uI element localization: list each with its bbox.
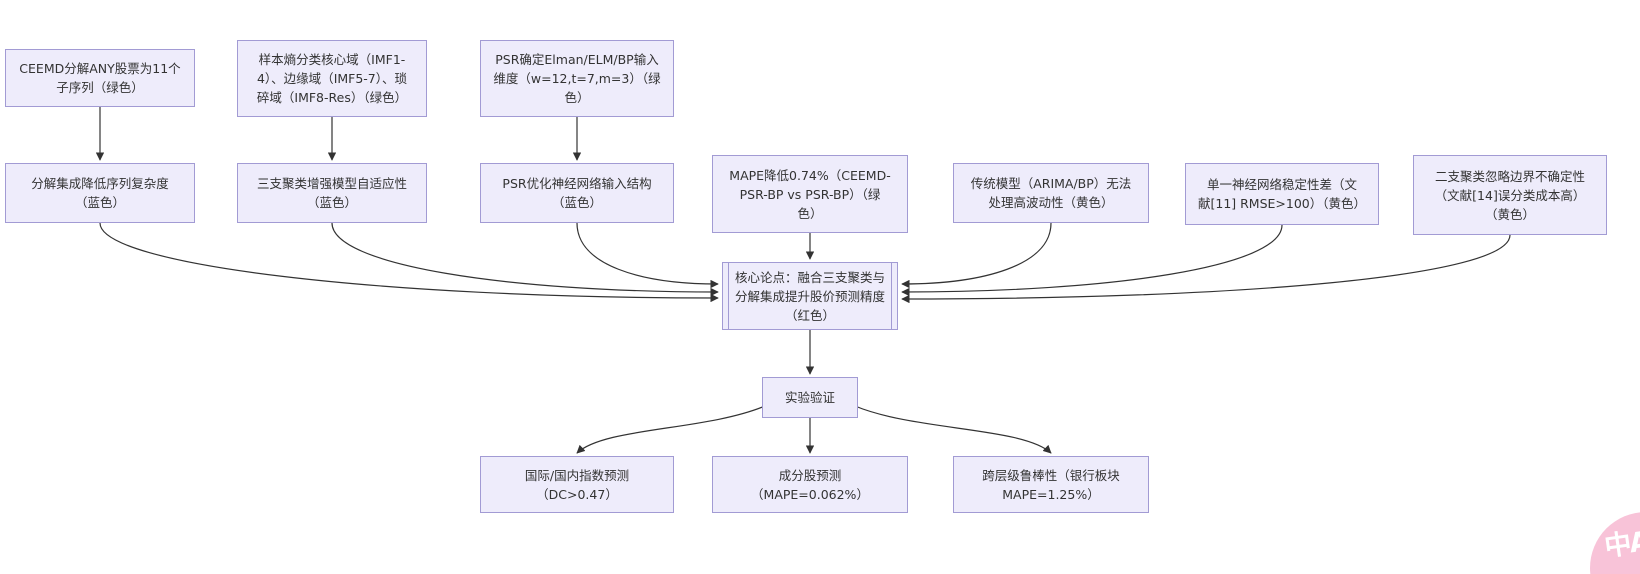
node-single-nn-unstable: 单一神经网络稳定性差（文献[11] RMSE>100）（黄色） — [1185, 163, 1379, 225]
node-mape-reduction: MAPE降低0.74%（CEEMD- PSR-BP vs PSR-BP）（绿色） — [712, 155, 908, 233]
node-line: 维度（w=12,t=7,m=3）（绿 — [493, 71, 661, 86]
node-line: 色） — [564, 90, 590, 105]
node-line: 色） — [797, 205, 823, 221]
node-line: PSR优化神经网络输入结构 — [502, 176, 652, 191]
node-stock-prediction: 成分股预测 （MAPE=0.062%） — [712, 456, 908, 513]
node-line: 实验验证 — [784, 390, 835, 405]
edge-exp-to-index-pred — [576, 405, 766, 454]
edge-arima-to-core — [901, 222, 1052, 289]
node-line: （文献[14]误分类成本高） — [1434, 187, 1586, 203]
node-line: （DC>0.47） — [536, 486, 618, 502]
node-line: 传统模型（ARIMA/BP）无法 — [970, 176, 1132, 191]
node-cross-level-robust: 跨层级鲁棒性（银行板块 MAPE=1.25%） — [953, 456, 1149, 513]
node-line: 4）、边缘域（IMF5-7）、琐 — [256, 71, 408, 86]
edge-three-way-to-core — [331, 222, 719, 297]
edge-exp-to-robust — [854, 405, 1052, 454]
node-psr-optimize: PSR优化神经网络输入结构 （蓝色） — [480, 163, 674, 223]
node-line: 分解集成降低序列复杂度 — [31, 176, 169, 191]
node-line: 处理高波动性（黄色） — [988, 195, 1114, 210]
watermark-text: 中A — [1602, 526, 1640, 563]
node-ceemd-decompose: CEEMD分解ANY股票为11个子序列（绿色） — [5, 49, 195, 107]
node-line: PSR-BP vs PSR-BP）（绿 — [739, 186, 881, 202]
edge-two-way-to-core — [901, 234, 1511, 304]
node-line: 碎域（IMF8-Res）（绿色） — [256, 90, 408, 105]
node-line: 单一神经网络稳定性差（文 — [1206, 177, 1357, 192]
node-line: （黄色） — [1484, 206, 1535, 222]
node-line: 样本熵分类核心域（IMF1- — [258, 52, 406, 67]
node-two-way-cluster: 二支聚类忽略边界不确定性 （文献[14]误分类成本高） （黄色） — [1413, 155, 1607, 235]
node-core-thesis: 核心论点：融合三支聚类与分解集成提升股价预测精度 （红色） — [722, 262, 898, 330]
node-line: （红色） — [784, 307, 835, 323]
node-line: 三支聚类增强模型自适应性 — [256, 176, 407, 191]
node-traditional-model: 传统模型（ARIMA/BP）无法处理高波动性（黄色） — [953, 163, 1149, 223]
node-line: 核心论点：融合三支聚类与 — [734, 269, 885, 285]
node-line: （蓝色） — [74, 195, 125, 210]
node-line: 成分股预测 — [778, 467, 842, 483]
node-psr-input-dim: PSR确定Elman/ELM/BP输入维度（w=12,t=7,m=3）（绿色） — [480, 40, 674, 117]
node-line: CEEMD分解ANY股票为11个 — [19, 61, 181, 76]
node-line: 跨层级鲁棒性（银行板块 — [982, 467, 1120, 483]
node-line: PSR确定Elman/ELM/BP输入 — [495, 52, 659, 67]
node-line: 二支聚类忽略边界不确定性 — [1434, 168, 1585, 184]
node-line: 国际/国内指数预测 — [524, 467, 630, 483]
node-line: 分解集成提升股价预测精度 — [734, 288, 885, 304]
node-line: （蓝色） — [551, 195, 602, 210]
node-line: MAPE降低0.74%（CEEMD- — [729, 167, 891, 183]
node-line: 献[11] RMSE>100）（黄色） — [1197, 196, 1367, 211]
edge-single-nn-to-core — [901, 224, 1283, 297]
node-line: MAPE=1.25%） — [1002, 486, 1100, 502]
node-decomp-complexity: 分解集成降低序列复杂度 （蓝色） — [5, 163, 195, 223]
edge-psr-opt-to-core — [576, 222, 719, 289]
node-three-way-cluster: 三支聚类增强模型自适应性 （蓝色） — [237, 163, 427, 223]
node-line: 子序列（绿色） — [56, 80, 144, 95]
node-line: （蓝色） — [306, 195, 357, 210]
edge-decomp-to-core — [99, 222, 719, 303]
node-sample-entropy: 样本熵分类核心域（IMF1- 4）、边缘域（IMF5-7）、琐碎域（IMF8-Re… — [237, 40, 427, 117]
node-index-prediction: 国际/国内指数预测 （DC>0.47） — [480, 456, 674, 513]
node-experiment: 实验验证 — [762, 377, 858, 418]
node-line: （MAPE=0.062%） — [751, 486, 869, 502]
